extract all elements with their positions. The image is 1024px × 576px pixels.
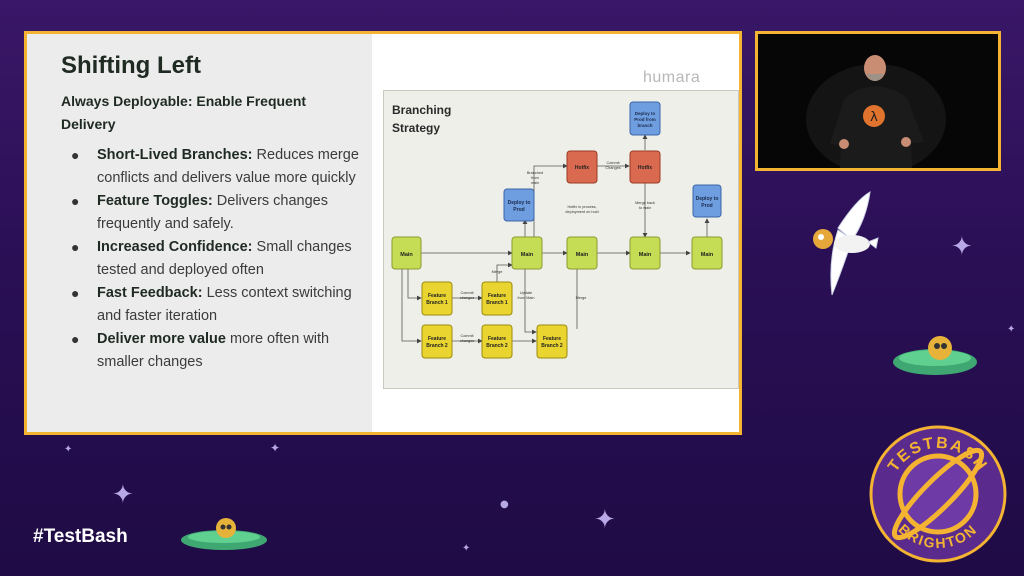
sparkle-star-icon: ✦ — [64, 444, 73, 455]
bullet-item: ●Fast Feedback: Less context switching a… — [67, 282, 367, 328]
slide-text-panel: Shifting Left Always Deployable: Enable … — [27, 34, 372, 432]
sparkle-star-icon: ● — [500, 499, 509, 510]
svg-text:from Main: from Main — [518, 296, 535, 300]
svg-text:λ: λ — [870, 110, 878, 125]
feature-branch-2-node: Feature Branch 2 — [421, 324, 453, 359]
branching-strategy-diagram: Branching Strategy — [383, 90, 739, 389]
svg-text:Commit: Commit — [460, 334, 474, 338]
svg-text:Branch 1: Branch 1 — [426, 300, 448, 306]
svg-text:Branch 1: Branch 1 — [486, 300, 508, 306]
planet-badge-icon: TESTBASH BRIGHTON — [869, 425, 1007, 563]
hotfix-node: Hotfix — [566, 150, 598, 184]
svg-text:Prod: Prod — [513, 207, 524, 213]
sparkle-star-icon: ✦ — [1007, 324, 1016, 335]
svg-text:Main: Main — [400, 252, 413, 258]
svg-text:deployment on hold: deployment on hold — [565, 210, 598, 214]
svg-text:Hotfix: Hotfix — [638, 165, 652, 171]
feature-branch-1-node: Feature Branch 1 — [481, 281, 513, 316]
slide-subtitle: Always Deployable: Enable Frequent Deliv… — [61, 93, 307, 132]
deploy-to-prod-node: Deploy to Prod — [503, 188, 535, 222]
svg-text:Merge: Merge — [576, 296, 587, 300]
svg-text:Deploy to: Deploy to — [635, 111, 656, 116]
svg-text:Hotfix in process,: Hotfix in process, — [567, 205, 596, 209]
svg-text:Main: Main — [576, 252, 589, 258]
svg-text:Commit: Commit — [460, 291, 474, 295]
diagram-svg: Branching Strategy — [391, 101, 723, 359]
feature-branch-2-node: Feature Branch 2 — [481, 324, 513, 359]
sparkle-star-icon: ✦ — [270, 441, 281, 455]
svg-text:Hotfix: Hotfix — [575, 165, 589, 171]
svg-text:Main: Main — [639, 252, 652, 258]
svg-text:Changes: Changes — [605, 166, 620, 170]
ufo-icon — [181, 518, 267, 550]
bullet-dot-icon: ● — [71, 147, 80, 163]
svg-text:Feature: Feature — [488, 336, 506, 342]
bullet-dot-icon: ● — [71, 285, 80, 301]
svg-text:Update: Update — [520, 291, 532, 295]
bullet-dot-icon: ● — [71, 193, 80, 209]
svg-text:Main: Main — [521, 252, 534, 258]
main-node: Main — [391, 236, 422, 270]
svg-text:branch: branch — [637, 123, 652, 128]
bullet-dot-icon: ● — [71, 331, 80, 347]
humara-logo: humara — [643, 69, 701, 86]
main-node: Main — [691, 236, 723, 270]
bullet-item: ●Increased Confidence: Small changes tes… — [67, 236, 367, 282]
deploy-from-branch-node: Deploy to Prod from branch — [629, 101, 661, 136]
svg-text:Prod from: Prod from — [634, 117, 656, 122]
svg-text:Branch 2: Branch 2 — [541, 343, 563, 349]
diagram-title: Branching — [392, 103, 451, 117]
hotfix-node: Hotfix — [629, 150, 661, 184]
svg-text:Commit: Commit — [606, 161, 620, 165]
svg-text:changes: changes — [460, 296, 474, 300]
bullet-item: ●Short-Lived Branches: Reduces merge con… — [67, 144, 367, 190]
svg-text:Branch 2: Branch 2 — [426, 343, 448, 349]
bullet-list: ●Short-Lived Branches: Reduces merge con… — [67, 144, 367, 374]
sparkle-star-icon: ✦ — [951, 232, 973, 262]
svg-text:Merge: Merge — [492, 270, 503, 274]
diagram-title: Strategy — [392, 121, 440, 135]
feature-branch-2-node: Feature Branch 2 — [536, 324, 568, 359]
svg-text:main: main — [531, 181, 539, 185]
seagull-mascot-icon — [813, 191, 879, 296]
svg-text:Merge back: Merge back — [635, 201, 655, 205]
svg-text:Feature: Feature — [488, 293, 506, 299]
svg-text:changes: changes — [460, 339, 474, 343]
slide-title: Shifting Left — [61, 52, 201, 79]
svg-text:Deploy to: Deploy to — [508, 200, 531, 206]
svg-text:from: from — [531, 176, 539, 180]
ufo-icon — [893, 336, 977, 375]
sparkle-star-icon: ✦ — [462, 543, 471, 554]
svg-text:to main: to main — [639, 206, 651, 210]
sparkle-star-icon: ✦ — [112, 480, 134, 510]
deploy-to-prod-node: Deploy to Prod — [692, 184, 722, 218]
main-node: Main — [629, 236, 661, 270]
bullet-dot-icon: ● — [71, 239, 80, 255]
presentation-slide: Shifting Left Always Deployable: Enable … — [24, 31, 742, 435]
svg-text:Deploy to: Deploy to — [696, 196, 719, 202]
svg-text:Branched: Branched — [527, 171, 543, 175]
svg-text:Prod: Prod — [701, 203, 712, 209]
svg-text:Feature: Feature — [543, 336, 561, 342]
bullet-item: ●Deliver more value more often with smal… — [67, 328, 367, 374]
main-node: Main — [511, 236, 543, 270]
speaker-video-feed: λ — [755, 31, 1001, 171]
svg-text:Feature: Feature — [428, 336, 446, 342]
speaker-image: λ — [758, 34, 998, 168]
svg-text:Feature: Feature — [428, 293, 446, 299]
sparkle-star-icon: ✦ — [594, 505, 616, 535]
feature-branch-1-node: Feature Branch 1 — [421, 281, 453, 316]
bullet-item: ●Feature Toggles: Delivers changes frequ… — [67, 190, 367, 236]
svg-text:Main: Main — [701, 252, 714, 258]
svg-text:Branch 2: Branch 2 — [486, 343, 508, 349]
event-hashtag: #TestBash — [33, 526, 128, 547]
edge-labels: Commit changes Commit changes Merge Upda… — [460, 161, 655, 343]
main-node: Main — [566, 236, 598, 270]
